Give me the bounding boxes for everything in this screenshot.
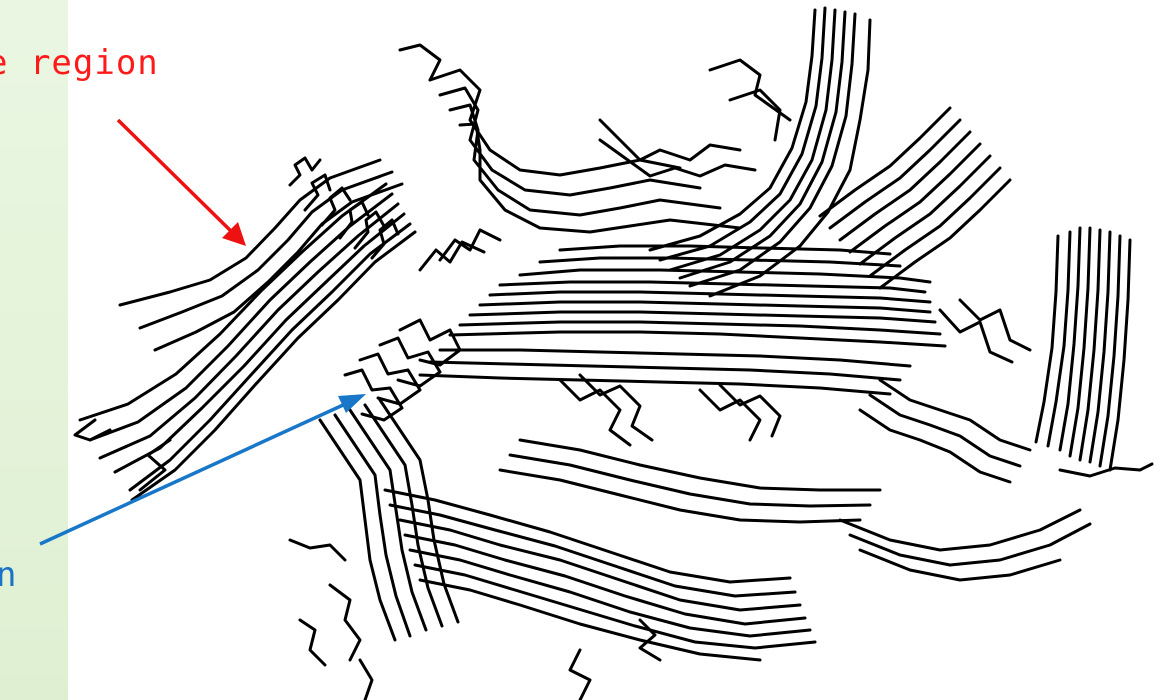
red-arrow-line [116,118,238,238]
top-right-bundle [648,6,872,298]
blue-arrow [39,394,366,546]
right-vertical-bundle [1034,226,1154,478]
side-panel-gradient [0,0,68,700]
central-upper-contours [398,43,792,234]
central-horizontal-bundle [418,244,947,396]
right-upper-bundle [818,106,1012,290]
blue-arrow-line [39,398,355,546]
red-region-label: e region [0,43,159,83]
arrow-up-right-icon [338,394,366,413]
lower-central-contours [383,438,1092,700]
red-arrow [116,118,246,246]
lower-left-contours [288,398,460,700]
upper-left-fringe [73,156,400,492]
middle-wiggly-contours [343,228,1032,484]
contour-lines [73,6,1154,700]
blue-region-label: n [0,555,18,595]
arrow-right-down-icon [222,222,246,246]
